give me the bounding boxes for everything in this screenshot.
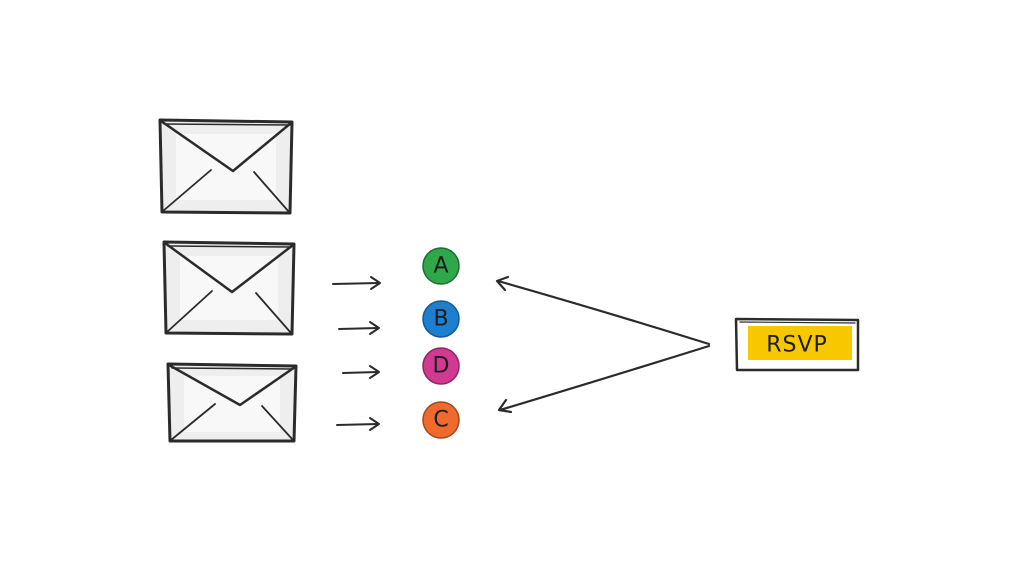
arrow-icon bbox=[342, 365, 380, 379]
node-b-label: B bbox=[433, 307, 448, 332]
return-arrow-icon bbox=[497, 344, 711, 414]
arrow-icon bbox=[332, 276, 381, 290]
node-c: C bbox=[422, 401, 460, 439]
node-c-circle bbox=[422, 401, 460, 439]
node-a-label: A bbox=[433, 254, 448, 279]
node-d-circle bbox=[422, 347, 460, 385]
node-d: D bbox=[422, 347, 460, 385]
rsvp-box: RSVP bbox=[734, 317, 860, 372]
arrow-icon bbox=[336, 417, 380, 431]
rsvp-label: RSVP bbox=[766, 333, 828, 358]
arrow-icon bbox=[338, 321, 380, 335]
envelope-icon bbox=[158, 118, 294, 215]
node-c-label: C bbox=[433, 408, 448, 433]
node-d-label: D bbox=[433, 354, 450, 379]
node-b: B bbox=[422, 300, 460, 338]
return-arrow-icon bbox=[495, 275, 711, 346]
node-a: A bbox=[422, 247, 460, 285]
envelope-icon bbox=[166, 362, 298, 443]
rsvp-highlight bbox=[748, 326, 852, 360]
node-a-circle bbox=[422, 247, 460, 285]
node-b-circle bbox=[422, 300, 460, 338]
envelope-icon bbox=[162, 240, 296, 336]
